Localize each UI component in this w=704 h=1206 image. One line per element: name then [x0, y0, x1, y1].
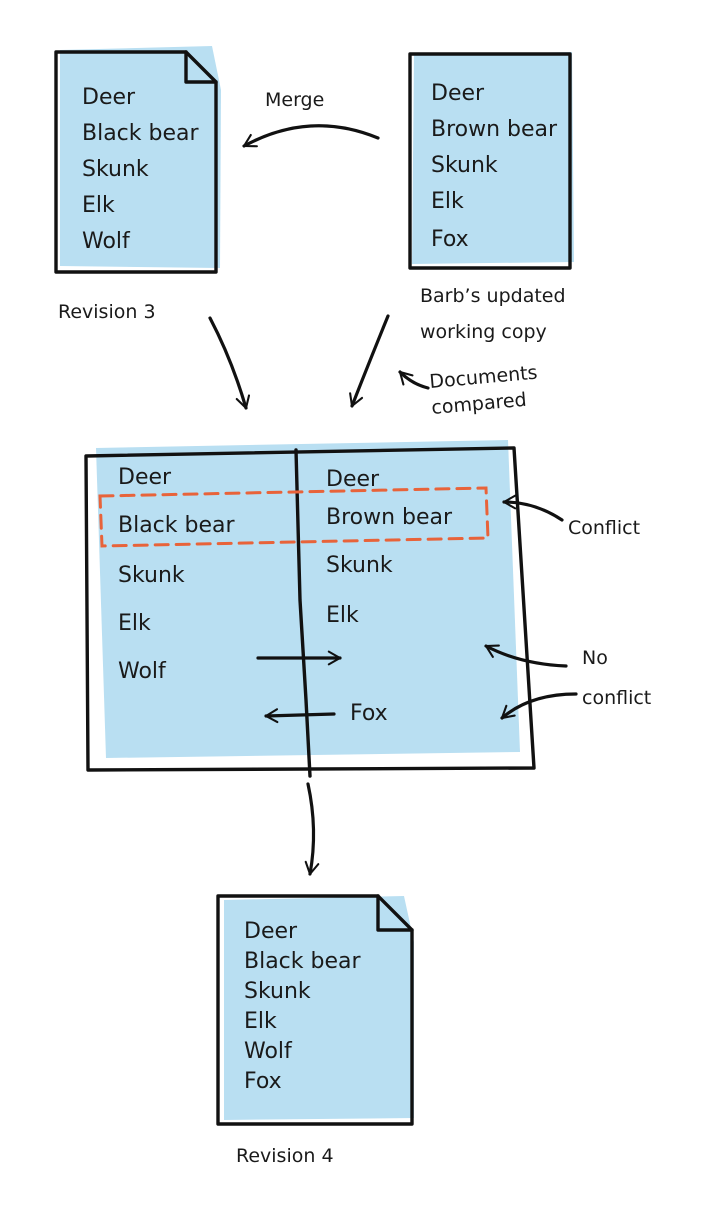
- working-copy-item: Deer: [431, 81, 485, 106]
- revision-4-item: Elk: [244, 1009, 277, 1034]
- compared-pointer-arrow: [398, 370, 430, 390]
- revision-4-item: Wolf: [244, 1039, 293, 1064]
- comparison-right-item: Brown bear: [326, 505, 453, 530]
- comparison-fox-item: Fox: [350, 701, 388, 726]
- working-copy-item: Elk: [431, 189, 464, 214]
- comparison-left-item: Wolf: [118, 659, 167, 684]
- revision-3-caption: Revision 3: [58, 301, 156, 323]
- revision-4-item: Deer: [244, 919, 298, 944]
- fox-carry-arrow: [264, 708, 336, 724]
- working-copy-item: Brown bear: [431, 117, 558, 142]
- working-copy-caption-line1: Barb’s updated: [420, 285, 566, 307]
- revision-3-item: Black bear: [82, 121, 199, 146]
- working-copy-item: Skunk: [431, 153, 498, 178]
- comparison-right-item: Skunk: [326, 553, 393, 578]
- comparison-left-item: Deer: [118, 465, 172, 490]
- revision-4-document: Deer Black bear Skunk Elk Wolf Fox: [216, 894, 414, 1126]
- comparison-left-item: Black bear: [118, 513, 235, 538]
- revision-3-document: Deer Black bear Skunk Elk Wolf: [54, 46, 221, 274]
- working-copy-down-arrow: [349, 314, 390, 408]
- no-conflict-pointer-arrow-upper: [484, 644, 568, 668]
- revision-4-item: Black bear: [244, 949, 361, 974]
- revision-3-item: Deer: [82, 85, 136, 110]
- merge-arrow: [242, 124, 380, 148]
- conflict-pointer-arrow: [502, 494, 564, 522]
- revision-4-caption: Revision 4: [236, 1145, 334, 1167]
- comparison-left-item: Elk: [118, 611, 151, 636]
- no-conflict-label-line2: conflict: [582, 687, 651, 709]
- conflict-label: Conflict: [568, 517, 640, 539]
- revision-3-item: Wolf: [82, 229, 131, 254]
- comparison-document: Deer Black bear Skunk Elk Wolf Deer Brow…: [84, 440, 536, 778]
- revision-3-item: Elk: [82, 193, 115, 218]
- comparison-left-item: Skunk: [118, 563, 185, 588]
- revision-4-item: Fox: [244, 1069, 282, 1094]
- revision-4-down-arrow: [304, 782, 320, 876]
- working-copy-item: Fox: [431, 227, 469, 252]
- comparison-right-item: Deer: [326, 467, 380, 492]
- conflict-highlight-box: [98, 486, 490, 548]
- compared-label-line2: compared: [431, 389, 528, 419]
- merge-label: Merge: [265, 89, 324, 111]
- no-conflict-label-line1: No: [582, 647, 608, 669]
- revision-3-down-arrow: [208, 316, 251, 410]
- comparison-right-item: Elk: [326, 603, 359, 628]
- comparison-divider: [294, 448, 312, 778]
- no-conflict-pointer-arrow-lower: [500, 692, 578, 720]
- working-copy-caption-line2: working copy: [420, 321, 547, 343]
- revision-4-item: Skunk: [244, 979, 311, 1004]
- working-copy-document: Deer Brown bear Skunk Elk Fox: [408, 52, 574, 270]
- revision-3-item: Skunk: [82, 157, 149, 182]
